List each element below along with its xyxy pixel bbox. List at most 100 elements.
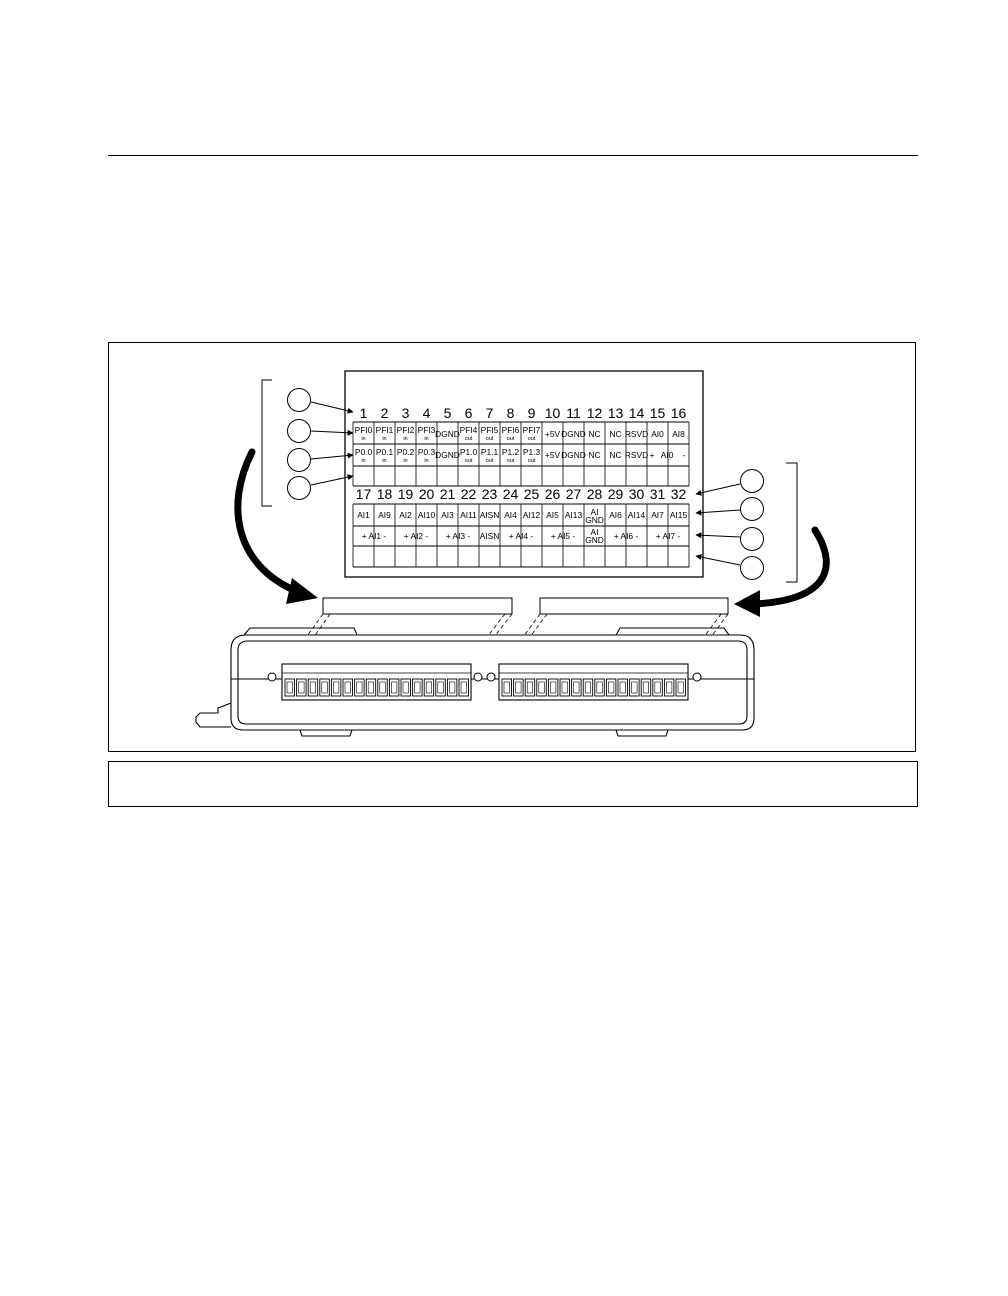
pin-number: 1	[360, 405, 368, 421]
screw-terminal	[617, 678, 628, 697]
signal-label: AI2	[399, 510, 412, 520]
signal-label: DGND	[435, 429, 460, 439]
callout-arrow	[310, 452, 354, 460]
screw-terminal	[536, 678, 547, 697]
screw-terminal	[571, 678, 582, 697]
screw-terminal	[319, 678, 330, 697]
left-callout-arrows	[310, 401, 354, 486]
signal-direction: out	[465, 458, 473, 464]
signal-direction: in	[361, 436, 365, 442]
callout-arrow	[310, 401, 354, 414]
pin-number: 31	[650, 486, 666, 502]
callout-arrow	[310, 429, 354, 436]
pinout-grid	[352, 421, 690, 568]
signal-label: AI10	[418, 510, 436, 520]
pin-number: 4	[423, 405, 431, 421]
pin-number: 26	[545, 486, 561, 502]
signal-label: AI6	[609, 510, 622, 520]
callout-arrow	[310, 474, 354, 486]
signal-direction: out	[507, 436, 515, 442]
signal-label: PFI5	[481, 425, 499, 435]
pin-number: 5	[444, 405, 452, 421]
signal-label: AI5	[546, 510, 559, 520]
signal-label: AI8	[672, 429, 685, 439]
screw-terminal	[342, 678, 353, 697]
signal-direction: in	[382, 436, 386, 442]
pin-number: 9	[528, 405, 536, 421]
screw-terminal	[307, 678, 319, 697]
pin-number: 23	[482, 486, 498, 502]
screw-terminal	[652, 678, 663, 697]
pin-number: 19	[398, 486, 414, 502]
pin-number: 15	[650, 405, 666, 421]
signal-label: + AI1 -	[362, 531, 387, 541]
signal-direction: in	[403, 436, 407, 442]
callout-circle	[740, 527, 764, 551]
pin-number: 18	[377, 486, 393, 502]
pin-number: 6	[465, 405, 473, 421]
right-terminal-block	[498, 663, 689, 701]
right-callout-bracket	[786, 462, 798, 583]
signal-label: AI3	[441, 510, 454, 520]
signal-label: DGND	[561, 450, 586, 460]
signal-label: PFI3	[418, 425, 436, 435]
pin-number: 28	[587, 486, 603, 502]
screw-terminal	[605, 678, 617, 697]
screw-icon	[267, 672, 277, 682]
signal-label: AI4	[504, 510, 517, 520]
signal-direction: in	[424, 436, 428, 442]
callout-circle	[287, 419, 311, 443]
signal-direction: in	[424, 458, 428, 464]
signal-label: +5V	[545, 429, 561, 439]
signal-label: AISN	[480, 531, 500, 541]
signal-label: AI14	[628, 510, 646, 520]
signal-direction: out	[528, 436, 536, 442]
signal-label: AI15	[670, 510, 688, 520]
signal-direction: out	[486, 458, 494, 464]
pin-number: 7	[486, 405, 494, 421]
screw-terminal	[365, 678, 377, 697]
screw-terminal	[559, 678, 570, 697]
pin-number: 21	[440, 486, 456, 502]
callout-circle	[287, 476, 311, 500]
callout-circle	[287, 388, 311, 412]
screw-terminal	[640, 678, 652, 697]
signal-label: NC	[588, 450, 600, 460]
pin-number: 29	[608, 486, 624, 502]
screw-terminal	[501, 678, 512, 697]
signal-label: PFI7	[523, 425, 541, 435]
left-callout-circles	[287, 388, 311, 500]
signal-label: DGND	[561, 429, 586, 439]
pin-number: 11	[566, 405, 581, 421]
signal-label: P1.0	[460, 447, 478, 457]
screw-terminal	[675, 678, 686, 697]
screw-terminal	[296, 678, 307, 697]
signal-label: PFI6	[502, 425, 520, 435]
screw-terminal	[594, 678, 605, 697]
signal-direction: in	[403, 458, 407, 464]
pin-number: 12	[587, 405, 603, 421]
figure-frame	[108, 342, 916, 752]
signal-label: + AI6 -	[614, 531, 639, 541]
screw-terminal	[284, 678, 295, 697]
callout-circle	[740, 497, 764, 521]
pin-number: 10	[545, 405, 561, 421]
screw-icon	[692, 672, 702, 682]
pin-number: 14	[629, 405, 645, 421]
signal-label: P0.3	[418, 447, 436, 457]
pin-number: 30	[629, 486, 645, 502]
signal-label: -	[683, 450, 686, 460]
right-callout-arrows	[695, 483, 741, 566]
pin-number: 16	[671, 405, 687, 421]
screw-terminal	[377, 678, 388, 697]
signal-label: NC	[588, 429, 600, 439]
bottom-differential-labels: + AI1 -+ AI2 -+ AI3 -AISN+ AI4 -+ AI5 -A…	[362, 527, 681, 545]
screw-icon	[486, 672, 496, 682]
screw-terminal	[547, 678, 559, 697]
